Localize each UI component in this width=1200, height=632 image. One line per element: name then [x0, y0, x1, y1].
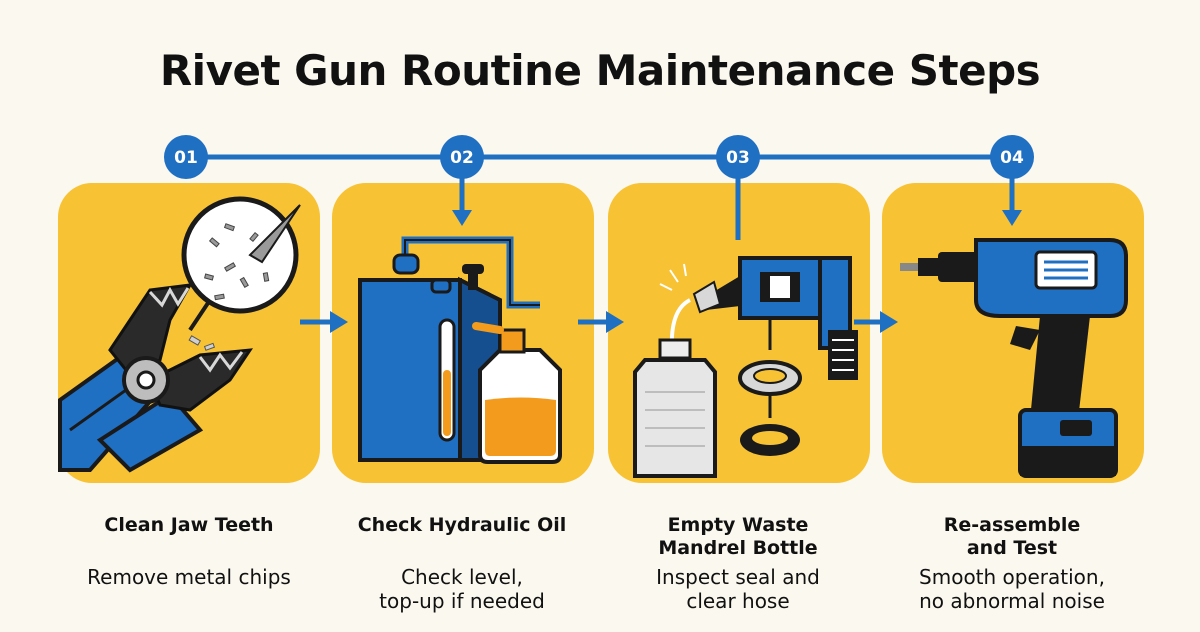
rivet-jaw-with-magnifier-icon [58, 196, 301, 473]
step-3-number-badge: 03 [716, 135, 760, 179]
step-2-number-badge: 02 [440, 135, 484, 179]
down-arrow-icon [1002, 175, 1022, 226]
step-3-number: 03 [726, 148, 750, 168]
page-title: Rivet Gun Routine Maintenance Steps [159, 46, 1041, 95]
step-2-description: Check level,top-up if needed [379, 565, 545, 613]
right-arrow-icon [300, 311, 348, 333]
step-4-number: 04 [1000, 148, 1024, 168]
step-1-title: Clean Jaw Teeth [104, 514, 274, 536]
cordless-rivet-tool-icon [900, 238, 1128, 478]
right-arrow-icon [578, 311, 624, 333]
step-1-description: Remove metal chips [87, 565, 291, 589]
step-1-number: 01 [174, 148, 198, 168]
down-arrow-icon [452, 175, 472, 226]
step-2-number: 02 [450, 148, 474, 168]
step-1-number-badge: 01 [164, 135, 208, 179]
right-arrow-icon [854, 311, 898, 333]
step-2-title: Check Hydraulic Oil [357, 514, 567, 536]
waste-bottle-and-seals-icon [633, 256, 858, 478]
hydraulic-reservoir-and-oil-jug-icon [358, 236, 562, 464]
step-4-description: Smooth operation,no abnormal noise [919, 565, 1105, 613]
step-4-number-badge: 04 [990, 135, 1034, 179]
